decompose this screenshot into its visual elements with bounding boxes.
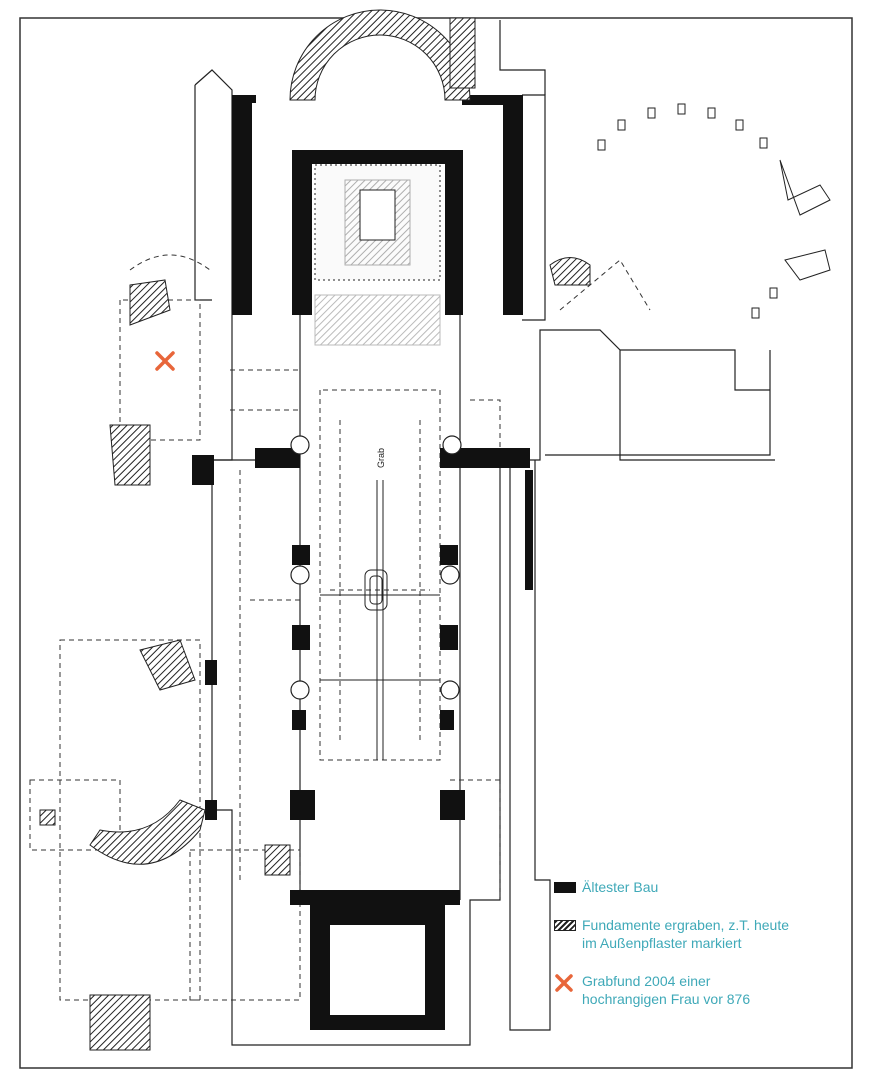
orange-x-icon: [555, 974, 573, 992]
excavated-foundations: [39, 9, 591, 1051]
outline-walls: [194, 20, 775, 1046]
grave-find-marker: [155, 351, 175, 371]
column-ring: [597, 103, 831, 319]
solid-swatch-icon: [554, 882, 576, 893]
column-bases: [290, 435, 462, 700]
oldest-building-walls: [192, 95, 533, 1030]
frame: [19, 17, 853, 1069]
hatch-swatch-icon: [554, 920, 576, 931]
grave-label: Grab: [376, 448, 386, 468]
dashed-foundations: [29, 254, 651, 1001]
altar-area: [314, 164, 441, 760]
